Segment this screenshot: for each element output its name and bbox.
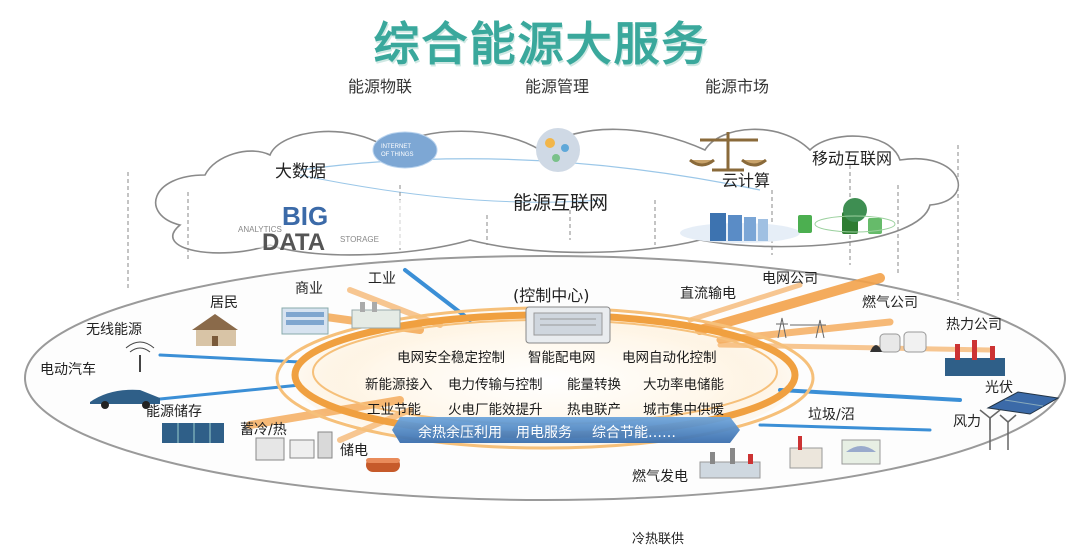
top-label-market: 能源市场 (705, 77, 770, 96)
label-energy-storage: 能源储存 (146, 404, 202, 420)
gas-tank-icon (870, 331, 927, 353)
electric-car-icon (90, 389, 160, 409)
commercial-building-icon (281, 307, 329, 335)
label-industry: 工业 (368, 271, 396, 287)
heat-storage-icon (255, 431, 333, 461)
label-chp-cooling: 冷热联供 (632, 532, 685, 547)
dashed-connectors (127, 145, 959, 300)
svg-text:ANALYTICS: ANALYTICS (238, 225, 282, 234)
cloud-arc-2 (299, 174, 601, 203)
scales-icon (689, 132, 767, 172)
solar-panel-icon (986, 391, 1060, 415)
service-power-transmission: 电力传输与控制 (448, 377, 543, 393)
label-wireless-energy: 无线能源 (86, 322, 142, 338)
mobile-devices-icon (798, 198, 896, 234)
label-wind: 风力 (953, 414, 981, 430)
svg-text:INTERNET: INTERNET (381, 144, 411, 150)
big-data-art: BIG DATA ANALYTICS STORAGE (230, 200, 405, 256)
transmission-tower-icon (776, 317, 826, 339)
label-grid-company: 电网公司 (762, 271, 818, 287)
label-gas-power: 燃气发电 (632, 469, 688, 485)
cloud-label-cloud-computing: 云计算 (722, 171, 771, 190)
page-title: 综合能源大服务 (373, 17, 710, 71)
service-grid-automation: 电网自动化控制 (622, 350, 717, 366)
svg-text:OF THINGS: OF THINGS (381, 152, 414, 158)
service-renewable-access: 新能源接入 (365, 377, 433, 393)
waste-plant-icon (789, 436, 881, 469)
band-power-service: 用电服务 (516, 425, 572, 441)
brain-icon (536, 128, 580, 172)
service-industrial-saving: 工业节能 (367, 402, 421, 418)
band-waste-heat: 余热余压利用 (418, 425, 502, 441)
house-icon (192, 314, 238, 346)
label-residents: 居民 (210, 295, 238, 311)
battery-cell-icon (366, 458, 400, 472)
service-thermal-efficiency: 火电厂能效提升 (448, 402, 543, 418)
top-label-management: 能源管理 (525, 77, 590, 96)
cloud-label-energy-internet: 能源互联网 (513, 192, 609, 214)
service-smart-distribution: 智能配电网 (528, 350, 596, 366)
service-grid-stability: 电网安全稳定控制 (397, 350, 505, 366)
antenna-icon (125, 341, 155, 372)
gas-power-plant-icon (699, 448, 761, 479)
svg-text:BIG: BIG (282, 201, 328, 231)
label-waste-biogas: 垃圾/沼 (808, 407, 855, 423)
blue-band (392, 417, 740, 443)
control-center-icon (525, 306, 611, 344)
svg-text:STORAGE: STORAGE (340, 235, 379, 244)
label-control-center: (控制中心) (513, 286, 590, 305)
wind-turbine-icon (979, 409, 1017, 450)
top-label-iot: 能源物联 (348, 77, 413, 96)
label-commerce: 商业 (295, 281, 323, 297)
service-high-power-storage: 大功率电储能 (643, 377, 724, 393)
label-heat-company: 热力公司 (946, 317, 1002, 333)
service-energy-conversion: 能量转换 (567, 377, 621, 393)
iot-globe-icon: INTERNET OF THINGS (372, 131, 438, 169)
svg-text:DATA: DATA (262, 229, 325, 256)
cloud-arc (299, 158, 761, 191)
service-district-heating: 城市集中供暖 (643, 402, 724, 418)
label-gas-company: 燃气公司 (862, 295, 918, 311)
label-heat-cold-storage: 蓄冷/热 (240, 422, 287, 438)
battery-rack-icon (162, 423, 224, 443)
cloud-label-big-data: 大数据 (275, 162, 326, 182)
label-ev: 电动汽车 (40, 362, 96, 378)
factory-icon (351, 302, 401, 329)
service-cogeneration: 热电联产 (567, 402, 621, 418)
label-dc-transmission: 直流输电 (680, 286, 736, 302)
label-pv: 光伏 (985, 380, 1013, 396)
cloud-label-mobile-internet: 移动互联网 (812, 149, 893, 168)
heating-plant-icon (945, 340, 1005, 376)
cloud-servers-icon (680, 213, 800, 243)
band-integrated-saving: 综合节能…… (592, 425, 676, 441)
label-electric-storage: 储电 (340, 443, 368, 459)
